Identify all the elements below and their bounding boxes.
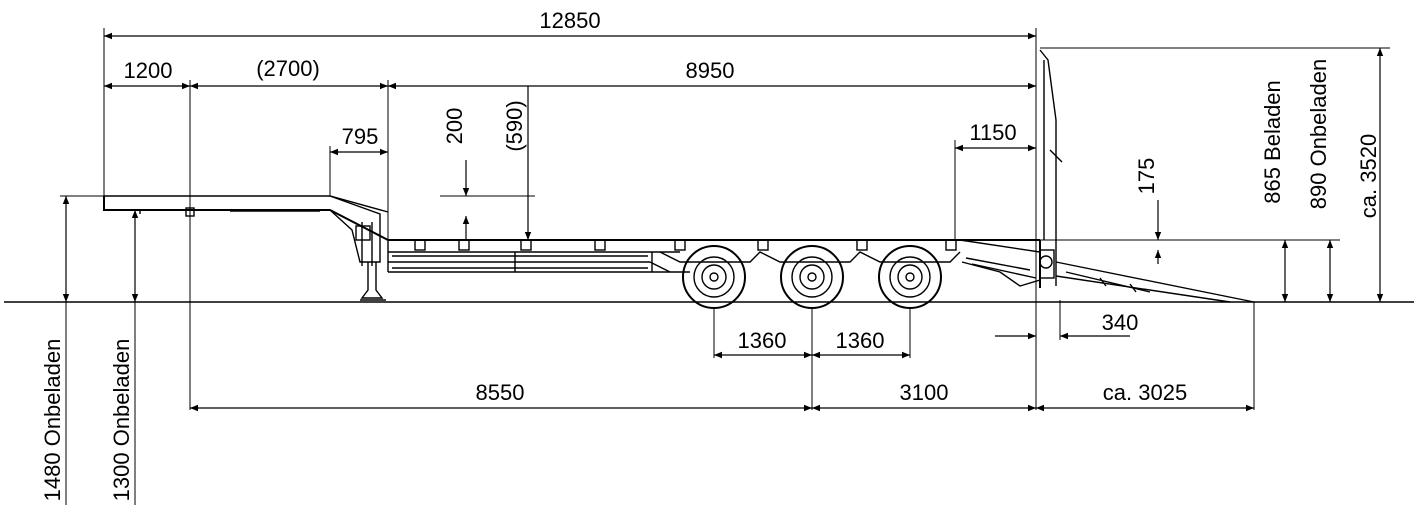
- dim-gooseneck-mid: (2700): [256, 56, 320, 81]
- axle-wheel-1: [682, 245, 746, 309]
- dim-height-unloaded: 890 Onbeladen: [1306, 59, 1331, 209]
- extension-lines: [60, 28, 1390, 410]
- trailer-outline: [103, 49, 1255, 303]
- dim-rear-overhang-top: 1150: [969, 120, 1016, 145]
- dim-axle-spacing-1: 1360: [738, 328, 787, 353]
- dim-total-height: ca. 3520: [1356, 134, 1381, 218]
- dim-neck-drop: 795: [342, 124, 379, 149]
- dim-deck-step: 200: [442, 108, 467, 145]
- axle-wheel-2: [780, 245, 844, 309]
- dim-deck-length: 8950: [686, 58, 735, 83]
- dim-height-loaded: 865 Beladen: [1260, 80, 1285, 204]
- axle-wheel-3: [878, 245, 942, 309]
- dim-gooseneck-front: 1200: [124, 58, 173, 83]
- dim-axle-spacing-2: 1360: [836, 328, 885, 353]
- dim-rear-offset: 340: [1102, 310, 1139, 335]
- dimension-lines: [62, 32, 1384, 505]
- dim-front-height-1: 1480 Onbeladen: [40, 339, 65, 502]
- dim-ramp-length: ca. 3025: [1103, 380, 1187, 405]
- dim-deck-step-bracket: (590): [502, 100, 527, 151]
- dim-ramp-rise: 175: [1134, 158, 1159, 195]
- dim-kingpin-to-axle: 8550: [476, 380, 525, 405]
- dim-axle-to-rear: 3100: [900, 380, 949, 405]
- dim-front-height-2: 1300 Onbeladen: [109, 339, 134, 502]
- dim-overall-length: 12850: [539, 8, 600, 33]
